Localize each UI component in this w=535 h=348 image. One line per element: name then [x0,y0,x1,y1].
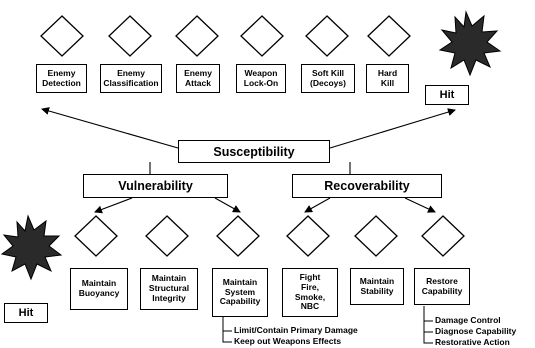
label-maintain-buoyancy: Maintain Buoyancy [70,268,128,310]
top-hit-burst-icon [438,10,502,77]
label-maintain-stability: Maintain Stability [350,268,404,305]
note-restorative-action: Restorative Action [435,337,510,347]
restore-capability-bracket [423,306,433,344]
arrow-to-hit-top [329,108,456,149]
bottom-diamond-5 [354,215,398,257]
system-capability-bracket [222,317,232,343]
bottom-diamond-4 [286,215,330,257]
bottom-diamond-1 [74,215,118,257]
top-diamond-6 [367,15,411,57]
top-diamond-1 [40,15,84,57]
top-diamond-4 [240,15,284,57]
bottom-diamond-6 [421,215,465,257]
note-damage-control: Damage Control [435,315,501,325]
vulnerability-box: Vulnerability [83,174,228,198]
recoverability-box: Recoverability [292,174,442,198]
bottom-hit-label: Hit [4,303,48,323]
label-enemy-attack: Enemy Attack [176,64,220,93]
top-hit-label: Hit [425,85,469,105]
arrow-vuln-left [94,197,133,214]
susceptibility-box: Susceptibility [178,140,330,163]
label-enemy-detection: Enemy Detection [36,64,87,93]
label-enemy-classification: Enemy Classification [100,64,162,93]
label-maintain-system-capability: Maintain System Capability [212,268,268,317]
note-limit-contain-damage: Limit/Contain Primary Damage [234,325,358,335]
arrow-vuln-right [214,197,241,213]
label-fight-fire: Fight Fire, Smoke, NBC [282,268,338,317]
arrow-rec-left [304,197,331,213]
top-diamond-5 [305,15,349,57]
bottom-diamond-2 [145,215,189,257]
label-hard-kill: Hard Kill [366,64,409,93]
label-weapon-lock-on: Weapon Lock-On [236,64,286,93]
label-restore-capability: Restore Capability [414,268,470,305]
bottom-hit-burst-icon [0,214,63,281]
arrow-to-detection [41,107,179,149]
top-diamond-3 [175,15,219,57]
bottom-diamond-3 [216,215,260,257]
label-soft-kill: Soft Kill (Decoys) [301,64,355,93]
note-diagnose-capability: Diagnose Capability [435,326,517,336]
label-maintain-structural-integrity: Maintain Structural Integrity [140,268,198,310]
note-keep-out-weapons-effects: Keep out Weapons Effects [234,336,342,346]
top-diamond-2 [108,15,152,57]
arrow-rec-right [404,197,436,213]
